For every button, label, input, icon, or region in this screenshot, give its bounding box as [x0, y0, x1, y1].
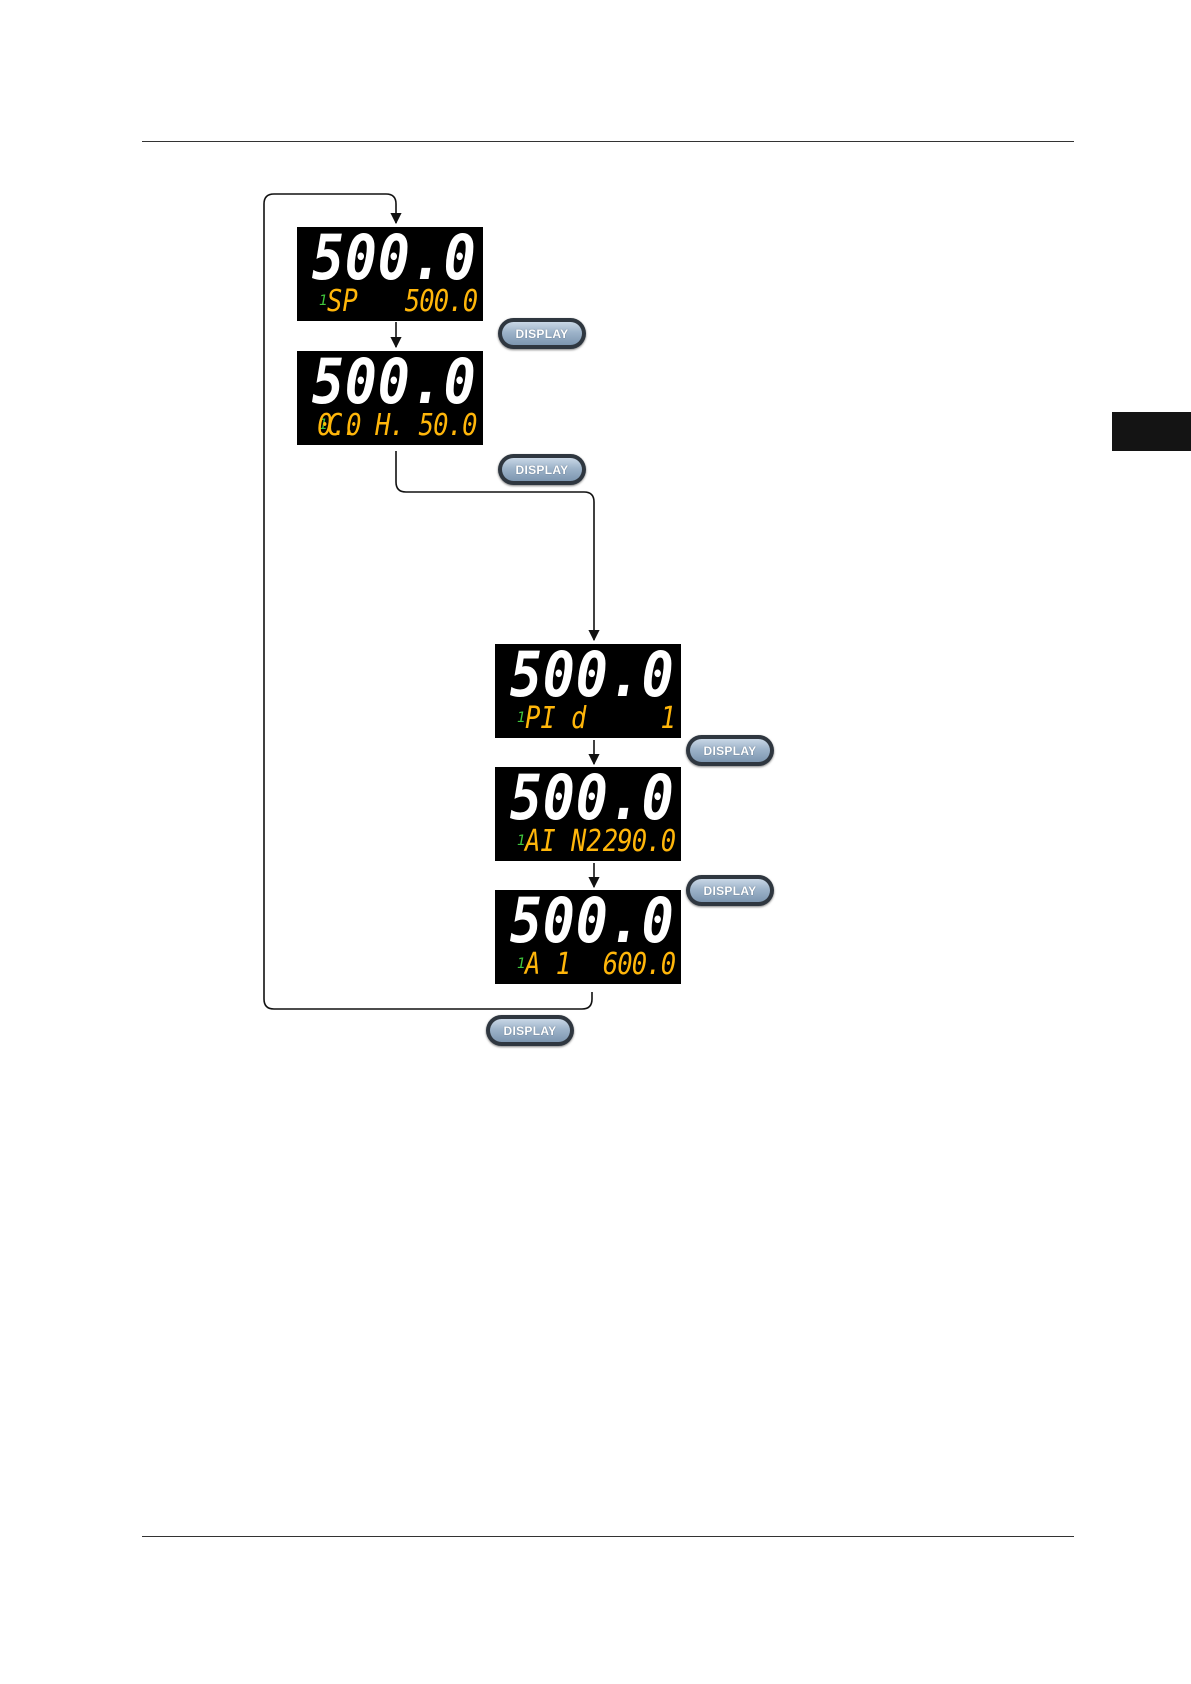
display-key-4[interactable]: DISPLAY	[686, 875, 774, 906]
display-key-label: DISPLAY	[703, 884, 756, 898]
parameter-symbol: SP	[327, 287, 358, 317]
parameter-value: 1	[660, 704, 675, 734]
display-key-3[interactable]: DISPLAY	[686, 735, 774, 766]
display-key-5[interactable]: DISPLAY	[486, 1015, 574, 1046]
parameter-symbol: PI d	[525, 704, 586, 734]
display-panel-c-h: 500.0 1 C. 0.0 H. 50.0	[297, 351, 483, 445]
parameter-value: 600.0	[602, 950, 675, 980]
display-key-label: DISPLAY	[515, 463, 568, 477]
pv-display: 500.0	[510, 644, 675, 706]
display-key-label: DISPLAY	[515, 327, 568, 341]
display-panel-pid: 500.0 1 PI d 1	[495, 644, 681, 738]
parameter-value: 290.0	[602, 827, 675, 857]
pv-display: 500.0	[510, 767, 675, 829]
pv-display: 500.0	[312, 351, 477, 413]
parameter-value: 500.0	[404, 287, 477, 317]
display-key-label: DISPLAY	[503, 1024, 556, 1038]
parameter-value: 0.0 H. 50.0	[317, 411, 477, 441]
pv-display: 500.0	[510, 890, 675, 952]
parameter-symbol: A 1	[525, 950, 571, 980]
pv-display: 500.0	[312, 227, 477, 289]
display-key-2[interactable]: DISPLAY	[498, 454, 586, 485]
display-panel-sp: 500.0 1 SP 500.0	[297, 227, 483, 321]
display-panel-a1: 500.0 1 A 1 600.0	[495, 890, 681, 984]
display-panel-ain2: 500.0 1 AI N2 290.0	[495, 767, 681, 861]
display-key-label: DISPLAY	[703, 744, 756, 758]
display-key-1[interactable]: DISPLAY	[498, 318, 586, 349]
parameter-symbol: AI N2	[525, 827, 602, 857]
